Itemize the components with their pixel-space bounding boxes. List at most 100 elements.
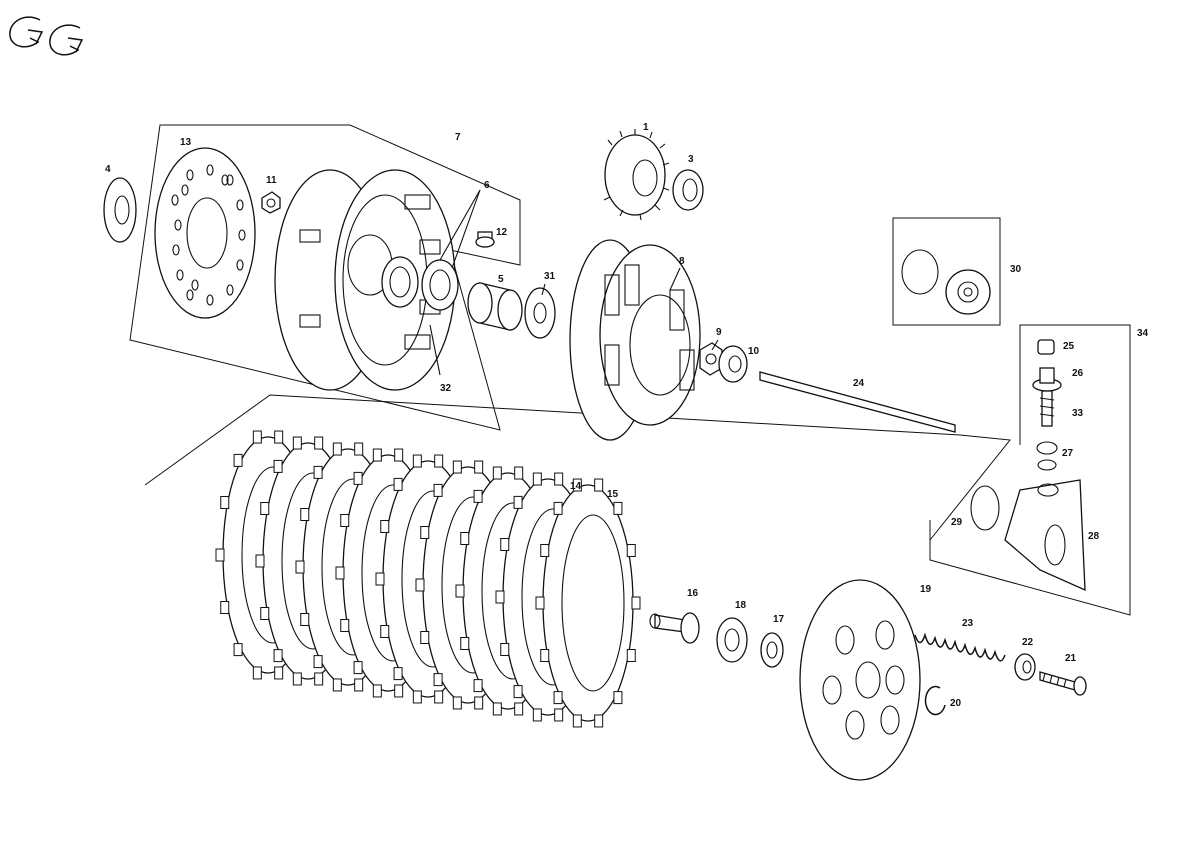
push-rod-24 xyxy=(759,371,956,433)
label-part-5: 5 xyxy=(498,274,504,285)
plate-tab xyxy=(372,684,382,698)
clutch-plate xyxy=(535,478,641,728)
plate-tab xyxy=(353,471,363,485)
plate-tab xyxy=(274,430,284,444)
label-part-30: 30 xyxy=(1010,264,1022,275)
plate-tab xyxy=(500,642,510,656)
plate-tab xyxy=(433,673,443,687)
label-part-19: 19 xyxy=(920,584,932,595)
label-part-17: 17 xyxy=(773,614,785,625)
plate-tab xyxy=(300,612,310,626)
label-part-12: 12 xyxy=(496,227,508,238)
nut-11 xyxy=(261,191,281,214)
plate-tab xyxy=(233,643,243,657)
label-part-26: 26 xyxy=(1072,368,1084,379)
plate-tab xyxy=(554,708,564,722)
plate-tab xyxy=(255,554,265,568)
adjuster-stack xyxy=(1032,339,1062,471)
plate-tab xyxy=(274,666,284,680)
washer-31 xyxy=(524,287,556,339)
label-part-11: 11 xyxy=(266,175,277,186)
plate-tab xyxy=(553,691,563,705)
plate-tab xyxy=(455,584,465,598)
plate-tab xyxy=(332,442,342,456)
plate-tab xyxy=(594,714,604,728)
plate-tab xyxy=(335,566,345,580)
plate-tab xyxy=(420,526,430,540)
plate-tab xyxy=(495,590,505,604)
plate-tab xyxy=(460,532,470,546)
plate-tab xyxy=(394,684,404,698)
plate-tab xyxy=(514,466,524,480)
pressure-plate-19 xyxy=(799,579,921,781)
plate-tab xyxy=(514,702,524,716)
plate-tab xyxy=(313,655,323,669)
plate-tab xyxy=(613,501,623,515)
label-part-10: 10 xyxy=(748,346,760,357)
plate-tab xyxy=(260,606,270,620)
plate-tab xyxy=(474,460,484,474)
group-outlines xyxy=(129,124,1131,616)
circlip-20 xyxy=(924,685,946,716)
plate-tab xyxy=(354,442,364,456)
label-part-14: 14 xyxy=(570,481,582,492)
plate-tab xyxy=(340,618,350,632)
leader-lines xyxy=(429,189,719,376)
plate-tab xyxy=(394,448,404,462)
washer-17 xyxy=(760,632,784,668)
label-part-32: 32 xyxy=(440,383,452,394)
plate-tab xyxy=(412,690,422,704)
nut-10 xyxy=(718,345,748,383)
plate-tab xyxy=(554,472,564,486)
label-part-3: 3 xyxy=(688,154,694,165)
plate-tab xyxy=(412,454,422,468)
plate-tab xyxy=(492,702,502,716)
cup-22 xyxy=(1014,653,1036,681)
plate-tab xyxy=(434,454,444,468)
plate-tab xyxy=(292,436,302,450)
part-labels: 1 3 4 5 6 7 8 9 10 11 12 13 14 15 16 17 … xyxy=(105,122,1149,709)
label-part-9: 9 xyxy=(716,327,722,338)
plate-tab xyxy=(626,544,636,558)
plate-tab xyxy=(380,624,390,638)
plate-tab xyxy=(452,696,462,710)
label-part-16: 16 xyxy=(687,588,699,599)
label-part-27: 27 xyxy=(1062,448,1074,459)
plate-tab xyxy=(420,630,430,644)
plate-tab xyxy=(594,478,604,492)
label-part-31: 31 xyxy=(544,271,556,282)
plate-tab xyxy=(434,690,444,704)
label-part-20: 20 xyxy=(950,698,962,709)
bush-5 xyxy=(467,282,523,331)
bearing-18 xyxy=(716,617,748,663)
label-part-8: 8 xyxy=(679,256,685,267)
plate-tab xyxy=(273,459,283,473)
label-part-18: 18 xyxy=(735,600,747,611)
plate-tab xyxy=(220,496,230,510)
clutch-plate-stack xyxy=(215,430,641,728)
bush-3 xyxy=(672,169,704,211)
plate-tab xyxy=(295,560,305,574)
plate-tab xyxy=(540,648,550,662)
label-part-29: 29 xyxy=(951,517,963,528)
plate-tab xyxy=(332,678,342,692)
plate-tab xyxy=(415,578,425,592)
needle-bearings-6 xyxy=(381,256,459,311)
plate-tab xyxy=(252,666,262,680)
label-part-6: 6 xyxy=(484,180,490,191)
label-part-7: 7 xyxy=(455,132,461,143)
label-part-21: 21 xyxy=(1065,653,1077,664)
plate-tab xyxy=(513,495,523,509)
label-part-22: 22 xyxy=(1022,637,1034,648)
gasket-kit-30 xyxy=(901,249,991,315)
bolt-21 xyxy=(1039,671,1087,696)
plate-tab xyxy=(220,600,230,614)
plate-tab xyxy=(532,472,542,486)
o-ring-29 xyxy=(970,485,1000,531)
plate-tab xyxy=(292,672,302,686)
plate-tab xyxy=(354,678,364,692)
label-part-13: 13 xyxy=(180,137,192,148)
label-part-28: 28 xyxy=(1088,531,1100,542)
plate-tab xyxy=(532,708,542,722)
